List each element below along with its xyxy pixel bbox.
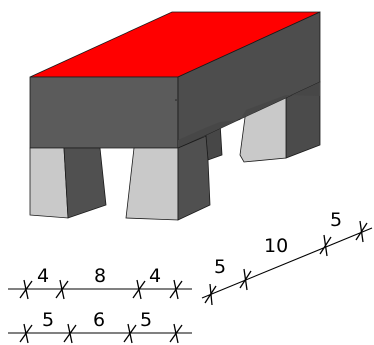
dim-row2-b: 6	[93, 309, 105, 331]
front-leg-right-side	[177, 135, 211, 221]
dimension-diagonal: 5 10 5	[201, 209, 373, 306]
dimension-row-2: 5 6 5	[8, 309, 192, 344]
dim-row1-b: 8	[94, 265, 106, 287]
dim-diag-a: 5	[214, 256, 226, 278]
front-face-dot	[175, 99, 177, 101]
front-leg-right-front	[125, 147, 179, 221]
dim-diag-b: 10	[264, 235, 288, 257]
dim-row1-a: 4	[37, 265, 49, 287]
slab-underside-shadow	[178, 82, 320, 148]
dim-diag-c: 5	[330, 209, 342, 231]
bench-front-face	[29, 76, 179, 149]
bench-object	[29, 11, 321, 221]
front-leg-left-front	[29, 147, 69, 219]
dim-row1-c: 4	[149, 265, 161, 287]
dim-row2-c: 5	[140, 309, 152, 331]
dimension-row-1: 4 8 4	[8, 265, 192, 300]
dim-row2-a: 5	[42, 309, 54, 331]
front-leg-left-side	[63, 147, 107, 219]
